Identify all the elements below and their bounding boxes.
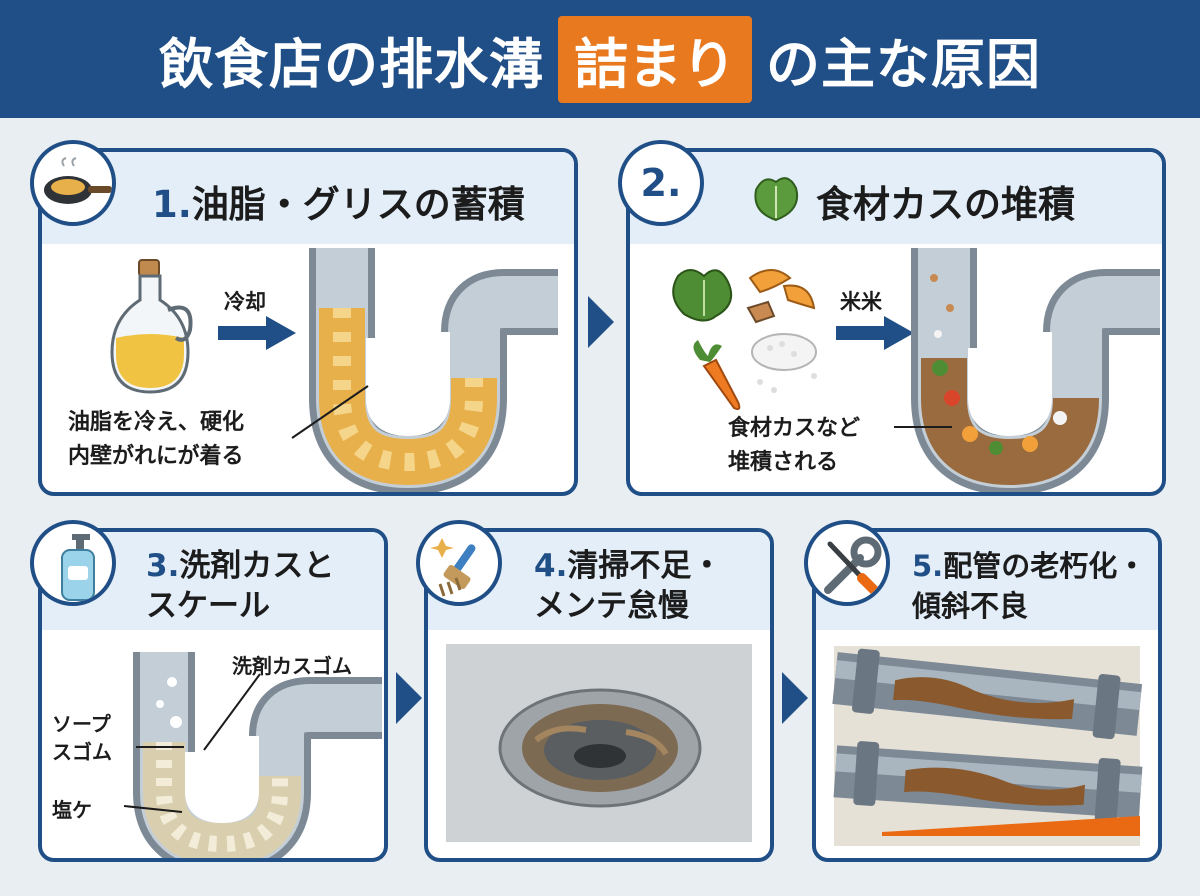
card-grease-title-text: 油脂・グリスの蓄積 xyxy=(191,183,525,226)
card-cleaning-title: 4.清掃不足・ メンテ怠慢 xyxy=(534,546,722,626)
label-detergent-gum: 洗剤カスゴム xyxy=(232,654,352,678)
dirty-drain xyxy=(446,644,752,842)
card-grease: 1.油脂・グリスの蓄積 冷却 油脂を冷え、硬化 内壁がれにが着る xyxy=(38,148,578,496)
card-cleaning-title-2: メンテ怠慢 xyxy=(534,588,689,624)
cooling-arrow xyxy=(218,316,296,350)
card-detergent-title-1: 洗剤カスと xyxy=(179,548,335,584)
frying-pan-icon xyxy=(44,157,112,204)
card-cleaning: 4.清掃不足・ メンテ怠慢 xyxy=(424,528,774,862)
lettuce-icon xyxy=(754,177,798,222)
flow-arrow-1-2 xyxy=(588,296,614,348)
card-food-number: 2. xyxy=(640,161,682,205)
card-cleaning-title-1: 清掃不足・ xyxy=(567,548,723,584)
flow-arrow-4-5 xyxy=(782,672,808,724)
grease-pipe xyxy=(309,248,558,492)
card-aging-title: 5.配管の老朽化・ 傾斜不良 xyxy=(912,546,1146,626)
card-food-title: 食材カスの堆積 xyxy=(816,174,1075,228)
card-grease-arrow-label: 冷却 xyxy=(224,290,266,314)
detergent-leader-mid xyxy=(136,746,184,748)
card-food: 食材カスの堆積 米米 xyxy=(626,148,1166,496)
card-grease-title: 1.油脂・グリスの蓄積 xyxy=(152,174,525,228)
card-detergent-title: 3.洗剤カスと スケール xyxy=(146,546,334,626)
food-leader-line xyxy=(894,426,952,428)
card-grease-caption-2: 内壁がれにが着る xyxy=(68,444,244,469)
card-aging-title-2: 傾斜不良 xyxy=(912,589,1029,623)
label-soap-gum-2: スゴム xyxy=(52,740,112,764)
detergent-pipe xyxy=(133,652,382,858)
card-food-title-text: 食材カスの堆積 xyxy=(816,183,1075,226)
card-detergent: 3.洗剤カスと スケール 洗剤カスゴム ソープ スゴム 塩ケ xyxy=(38,528,388,862)
brush-icon-circle xyxy=(416,520,502,606)
number-2-circle: 2. xyxy=(618,140,704,226)
tools-icon-circle xyxy=(804,520,890,606)
food-arrow xyxy=(836,316,914,350)
card-cleaning-number: 4. xyxy=(534,548,568,584)
soap-bottle-icon-circle xyxy=(30,520,116,606)
card-detergent-title-2: スケール xyxy=(146,588,270,624)
card-grease-number: 1. xyxy=(152,183,192,226)
card-food-arrow-label: 米米 xyxy=(840,290,882,314)
frying-pan-icon-circle xyxy=(30,140,116,226)
label-soap-gum-1: ソープ xyxy=(52,712,111,736)
flow-arrow-3-4 xyxy=(396,672,422,724)
soap-bottle-icon xyxy=(61,534,95,601)
old-pipes xyxy=(832,646,1143,846)
title-before: 飲食店の排水溝 xyxy=(159,32,544,96)
label-scale: 塩ケ xyxy=(52,798,92,822)
food-scraps xyxy=(672,269,817,411)
wrench-screwdriver-icon xyxy=(824,536,882,597)
grease-leader-line xyxy=(291,385,369,439)
brush-icon xyxy=(430,538,476,597)
card-food-caption-2: 堆積される xyxy=(728,450,839,475)
card-aging: 5.配管の老朽化・ 傾斜不良 xyxy=(812,528,1162,862)
card-aging-number: 5. xyxy=(912,549,944,583)
card-food-caption-1: 食材カスなど xyxy=(728,416,861,441)
card-detergent-number: 3. xyxy=(146,548,180,584)
food-pipe xyxy=(911,248,1160,492)
detergent-leader-bottom xyxy=(123,805,183,813)
detergent-leader-top xyxy=(203,673,261,751)
oil-bottle-icon xyxy=(110,259,193,394)
card-aging-title-1: 配管の老朽化・ xyxy=(943,549,1147,583)
title-after: の主な原因 xyxy=(766,32,1041,96)
title-banner: 飲食店の排水溝 詰まり の主な原因 xyxy=(0,0,1200,118)
card-grease-caption-1: 油脂を冷え、硬化 xyxy=(68,410,245,435)
title-highlight: 詰まり xyxy=(558,15,752,103)
